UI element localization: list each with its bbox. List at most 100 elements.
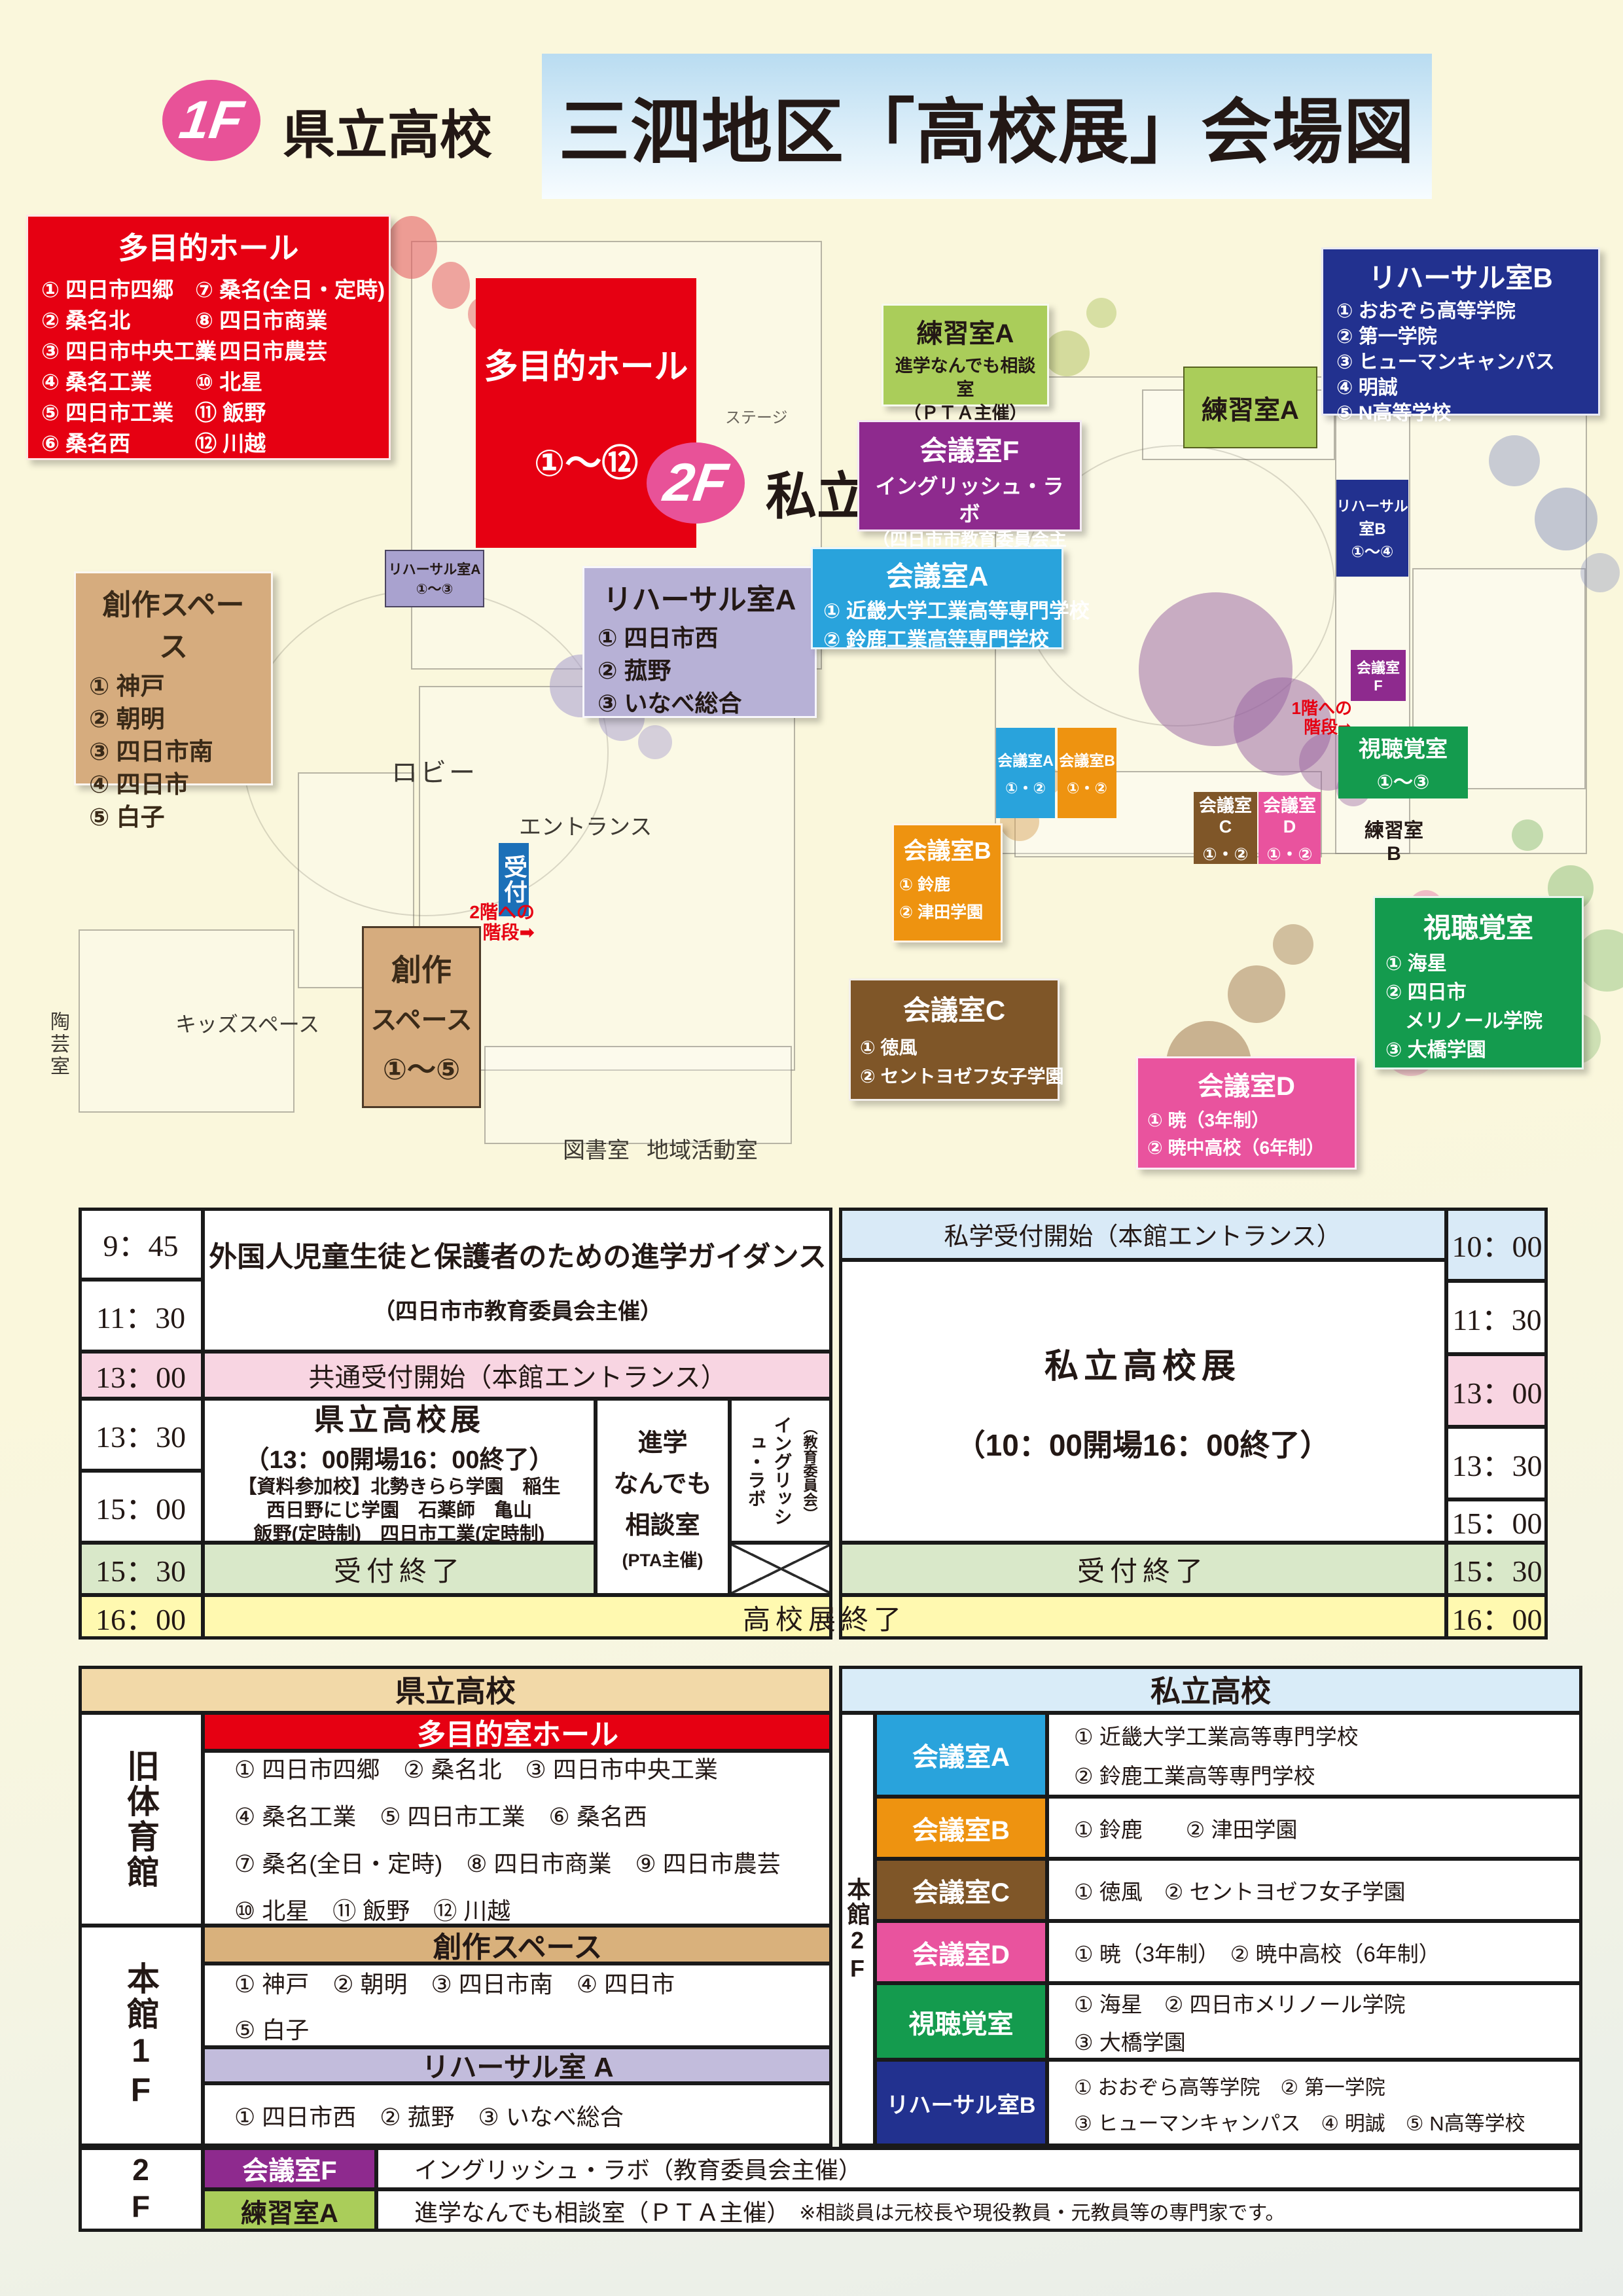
legend-rehearsal-b-item: ④ 明誠: [1336, 377, 1398, 399]
decorative-dot: [1489, 435, 1540, 486]
legend-renshu-a-line1: 進学なんでも相談室: [895, 356, 1036, 399]
legend-hall-item: ⑧ 四日市商業: [195, 308, 328, 332]
decorative-dot: [1580, 553, 1620, 592]
schedule-time: 16：00: [1446, 1595, 1548, 1640]
legend-kaigi-f: 会議室F イングリッシュ・ラボ （四日市市教育委員会主催）: [857, 420, 1082, 575]
floor2-badge-label: 2F: [660, 453, 732, 512]
label-entrance: エントランス: [519, 815, 652, 840]
f2-row2-text: 進学なんでも相談室（ＰＴＡ主催） ※相談員は元校長や現役教員・元教員等の専門家で…: [376, 2189, 1582, 2232]
map-1f-reception-label: 受付: [501, 855, 527, 905]
map-2f-renshu-b-line1: 練習室: [1364, 820, 1423, 842]
map-1f-sousaku-block: 創作 スペース ①～⑤: [362, 926, 481, 1108]
schedule-common-start-cell: 共通受付開始（本館エントランス）: [203, 1352, 832, 1399]
legend-hall-item: ③ 四日市中央工業: [41, 339, 217, 363]
sousaku-row-header: 創作スペース: [203, 1926, 832, 1964]
hall-row-line: ④ 桑名工業 ⑤ 四日市工業 ⑥ 桑名西: [234, 1803, 647, 1830]
room-content-line: ① 海星 ② 四日市メリノール学院: [1074, 1992, 1406, 2017]
soudan-line2: なんでも: [613, 1471, 712, 1498]
map-1f-sousaku-line2: スペース: [370, 1006, 473, 1035]
decorative-dot: [1234, 677, 1332, 776]
schedule-shigaku-start-cell: 私学受付開始（本館エントランス）: [839, 1208, 1446, 1260]
map-1f-hall-label: 多目的ホール: [484, 348, 688, 386]
schedule-time: 11：30: [79, 1280, 203, 1352]
legend-hall-item: ① 四日市四郷: [41, 278, 174, 302]
legend-hall-item: ④ 桑名工業: [41, 370, 152, 394]
label-library: 図書室: [563, 1138, 630, 1163]
f2-row2-note: ※相談員は元校長や現役教員・元教員等の専門家です。: [799, 2202, 1285, 2224]
rehearsal-a-row-list: ① 四日市西 ② 菰野 ③ いなべ総合: [203, 2083, 832, 2147]
legend-sousaku-item: ③ 四日市南: [89, 738, 213, 765]
map-2f-av-label: 視聴覚室: [1359, 736, 1448, 762]
legend-kaigi-c-title: 会議室C: [902, 995, 1006, 1026]
map-2f-kaigi-d-range: ①・②: [1266, 844, 1313, 864]
legend-kaigi-c-item: ① 徳風: [860, 1037, 918, 1058]
floor1-label: 県立高校: [283, 106, 492, 164]
map-2f-renshu-b-line2: B: [1387, 843, 1401, 865]
legend-hall-title: 多目的ホール: [118, 231, 299, 265]
map-2f-kaigi-c-block: 会議室C ①・②: [1194, 792, 1257, 864]
map-2f-rehearsal-b-line2: 室B: [1359, 520, 1386, 538]
area-label-honkan2f: 本館2F: [839, 1713, 875, 2147]
schedule-table: 9：45 11：30 13：00 13：30 15：00 15：30 16：00…: [79, 1208, 1548, 1640]
legend-hall-item: ⑦ 桑名(全日・定時): [195, 278, 385, 302]
map-1f-reception: 受付: [499, 843, 529, 916]
room-content-kaigi-d: ① 暁（3年制） ② 暁中高校（6年制）: [1047, 1921, 1582, 1983]
label-stage: ステージ: [725, 409, 788, 427]
hall-row-line: ① 四日市四郷 ② 桑名北 ③ 四日市中央工業: [234, 1755, 718, 1783]
hall-row-line: ⑦ 桑名(全日・定時) ⑧ 四日市商業 ⑨ 四日市農芸: [234, 1850, 781, 1877]
decorative-dot: [1273, 924, 1313, 965]
f2-row2-label: 練習室A: [203, 2189, 376, 2232]
legend-rehearsal-b-item: ⑤ N高等学校: [1336, 403, 1452, 424]
legend-kaigi-c-item: ② セントヨゼフ女子学園: [860, 1066, 1064, 1086]
legend-av-item: メリノール学院: [1385, 1011, 1543, 1032]
legend-renshu-a-line2: （ＰＴＡ主催）: [903, 403, 1027, 423]
kenritsu-title: 県立高校展: [314, 1402, 484, 1437]
hall-row-line: ⑩ 北星 ⑪ 飯野 ⑫ 川越: [234, 1897, 511, 1924]
legend-kaigi-f-title: 会議室F: [919, 435, 1020, 466]
legend-hall-item: ⑥ 桑名西: [41, 431, 131, 456]
decorative-dot: [432, 262, 470, 309]
map-2f-kaigi-f-block: 会議室 F: [1351, 650, 1406, 701]
area-label-honkan1f: 本館1F: [79, 1926, 203, 2147]
legend-hall-item: ⑪ 飯野: [195, 401, 266, 425]
decorative-dot: [1535, 488, 1597, 550]
legend-kaigi-d-item: ① 暁（3年制）: [1147, 1110, 1270, 1130]
schedule-endrow-right: [839, 1595, 1446, 1640]
legend-kaigi-a-item: ① 近畿大学工業高等専門学校: [823, 600, 1090, 622]
schedule-time: 15：00: [79, 1471, 203, 1543]
legend-av-item: ② 四日市: [1385, 982, 1467, 1003]
hall-row-header: 多目的室ホール: [203, 1713, 832, 1751]
schedule-time: 15：30: [1446, 1543, 1548, 1595]
legend-sousaku-item: ② 朝明: [89, 706, 165, 732]
room-content-kaigi-c: ① 徳風 ② セントヨゼフ女子学園: [1047, 1859, 1582, 1921]
map-2f-kaigi-d-block: 会議室D ①・②: [1258, 792, 1321, 864]
schedule-lab-cell: イングリッシュ・ラボ （教育委員会）: [730, 1399, 832, 1543]
map-1f-rehearsal-a-range: ①～③: [416, 582, 454, 597]
schedule-end-all: 高校展終了: [742, 1605, 906, 1636]
room-table: 県立高校 私立高校 旧体育館 本館1F 2F 多目的室ホール ① 四日市四郷 ②…: [79, 1666, 1584, 2232]
room-content-kaigi-b: ① 鈴鹿 ② 津田学園: [1047, 1797, 1582, 1859]
schedule-reception-end-left: 受付終了: [203, 1543, 596, 1595]
schedule-time: 13：30: [1446, 1427, 1548, 1499]
map-2f-stairs-line1: 1階への: [1291, 698, 1352, 718]
rehearsal-a-row-header: リハーサル室 A: [203, 2047, 832, 2083]
legend-rehearsal-a-title: リハーサル室A: [603, 584, 796, 616]
floor2-badge: 2F: [647, 442, 745, 524]
decorative-dot: [1512, 819, 1543, 851]
legend-rehearsal-a-item: ② 菰野: [597, 657, 671, 684]
room-content-line: ② 鈴鹿工業高等専門学校: [1074, 1764, 1315, 1788]
room-label-av: 視聴覚室: [875, 1983, 1047, 2060]
legend-kaigi-d: 会議室D ① 暁（3年制） ② 暁中高校（6年制）: [1136, 1056, 1357, 1170]
room-table-right-header: 私立高校: [839, 1666, 1582, 1713]
room-content-line: ① 徳風 ② セントヨゼフ女子学園: [1074, 1879, 1406, 1904]
map-1f-stairs-line1: 2階への: [469, 902, 535, 922]
f2-row1-line: イングリッシュ・ラボ（教育委員会主催）: [414, 2156, 863, 2183]
legend-kaigi-a: 会議室A ① 近畿大学工業高等専門学校 ② 鈴鹿工業高等専門学校: [811, 547, 1090, 651]
floor1-badge-label: 1F: [175, 90, 247, 150]
legend-sousaku-item: ① 神戸: [89, 673, 165, 700]
legend-hall: 多目的ホール ① 四日市四郷 ② 桑名北 ③ 四日市中央工業 ④ 桑名工業 ⑤ …: [26, 215, 391, 460]
schedule-time: 13：00: [1446, 1354, 1548, 1427]
legend-sousaku-title: 創作スペース: [102, 589, 245, 663]
room-content-line: ① 鈴鹿 ② 津田学園: [1074, 1817, 1298, 1842]
label-lobby: ロビー: [391, 759, 478, 787]
